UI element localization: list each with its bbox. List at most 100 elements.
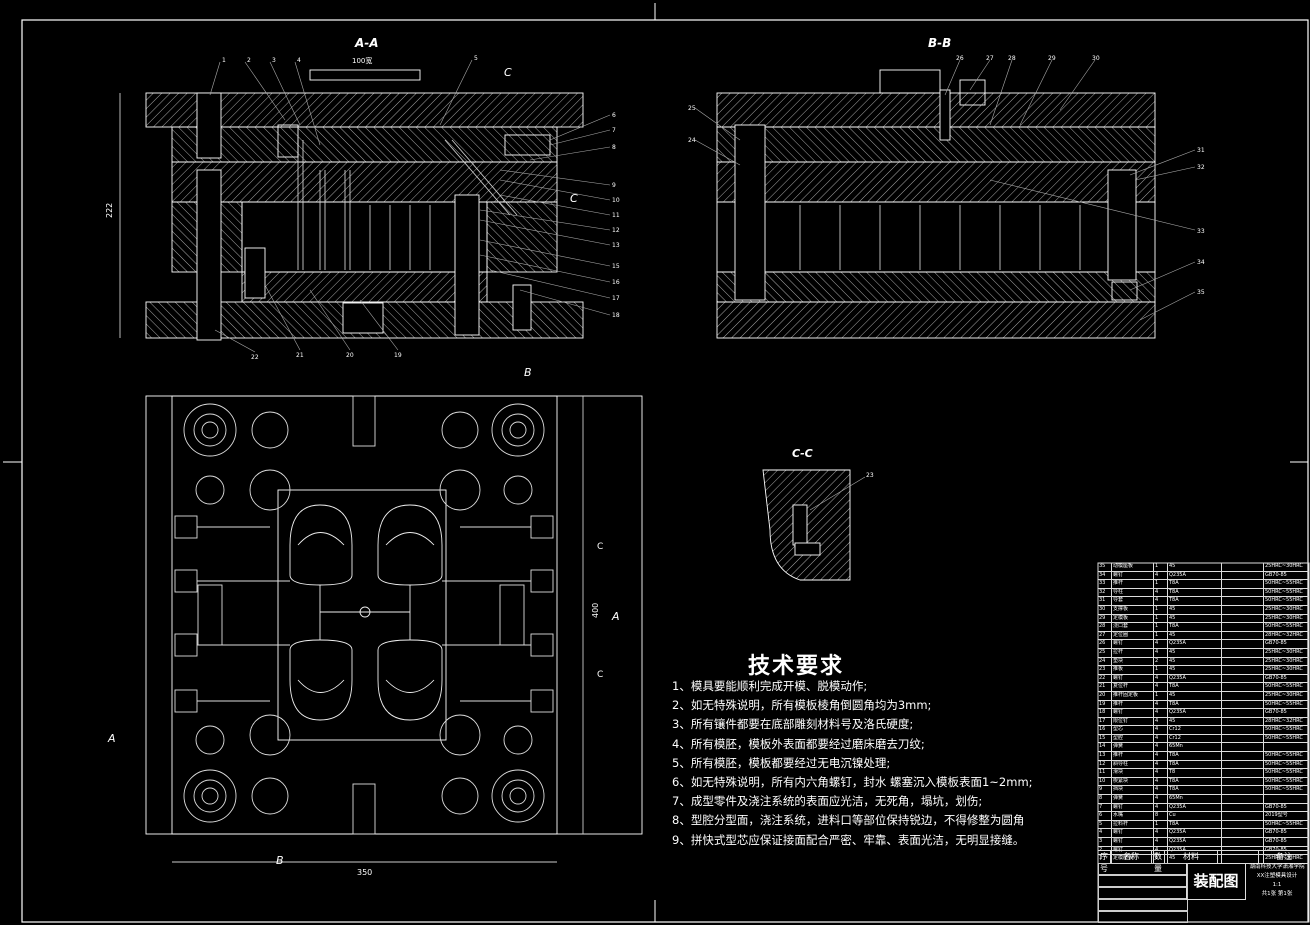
part-no-5: 5 xyxy=(474,55,478,62)
bom-cell: T8 xyxy=(1168,769,1222,777)
bom-cell: 25HRC~30HRC xyxy=(1265,648,1303,655)
bom-cell: 斜导柱 xyxy=(1112,760,1154,769)
part-no-26: 26 xyxy=(956,55,964,62)
bom-cell: 50HRC~55HRC xyxy=(1265,597,1303,604)
bom-cell xyxy=(1222,734,1264,743)
bom-cell: Cr12 xyxy=(1168,734,1222,743)
dimension-plan-width: 350 xyxy=(357,868,372,877)
bom-cell: 4 xyxy=(1154,709,1168,717)
bom-cell: 26 xyxy=(1098,640,1112,648)
bom-cell: 34 xyxy=(1098,571,1112,580)
bom-cell: 1 xyxy=(1154,631,1168,640)
bom-cell: 拉杆 xyxy=(1112,648,1154,657)
bom-cell: 1 xyxy=(1154,580,1168,588)
bom-cell: Q235A xyxy=(1168,829,1222,837)
bom-cell: 23 xyxy=(1098,666,1112,674)
bom-cell: 35 xyxy=(1098,563,1112,571)
bom-cell: 50HRC~55HRC xyxy=(1265,734,1303,741)
bom-header-row: 序号 名称 数量 材料 备注 xyxy=(1098,851,1309,873)
bom-header-qty: 数量 xyxy=(1152,851,1165,873)
bom-cell: 推杆固定板 xyxy=(1112,691,1154,700)
bom-cell: 1 xyxy=(1154,855,1168,863)
bom-cell: GB70-85 xyxy=(1265,803,1287,810)
project-name: XX注塑模具设计 xyxy=(1256,873,1298,879)
bom-cell: 挡块 xyxy=(1112,786,1154,795)
cut-marker-c-plan-1: C xyxy=(597,542,603,552)
bom-cell: 13 xyxy=(1098,752,1112,760)
bom-cell: 4 xyxy=(1154,571,1168,580)
bom-cell: 9 xyxy=(1098,786,1112,795)
bom-cell: 1 xyxy=(1154,605,1168,614)
part-no-21: 21 xyxy=(296,352,304,359)
bom-cell: 11 xyxy=(1098,769,1112,777)
bom-header-material: 材料 xyxy=(1165,851,1218,863)
bom-cell: 4 xyxy=(1154,674,1168,683)
bom-cell: T8A xyxy=(1168,597,1222,605)
section-aa-label: A-A xyxy=(354,36,379,50)
bom-cell xyxy=(1222,795,1264,803)
bom-cell: 1 xyxy=(1154,563,1168,571)
bom-cell: 25HRC~30HRC xyxy=(1265,657,1303,664)
part-callouts-aa xyxy=(209,59,611,353)
bom-cell: 32 xyxy=(1098,588,1112,597)
drawing-frame xyxy=(3,3,1309,923)
tech-requirement-item: 4、所有模胚，模板外表面都要经过磨床磨去刀纹; xyxy=(672,736,925,751)
bom-cell: 弹簧 xyxy=(1112,795,1154,803)
bom-cell: 15 xyxy=(1098,734,1112,743)
bom-cell xyxy=(1222,726,1264,734)
bom-cell: 3 xyxy=(1098,838,1112,846)
bom-cell: 推杆 xyxy=(1112,752,1154,760)
tech-requirements-title: 技术要求 xyxy=(748,653,845,679)
bom-cell: 4 xyxy=(1154,743,1168,752)
bom-cell: 25HRC~30HRC xyxy=(1265,691,1303,698)
cut-marker-c-side: C xyxy=(570,192,578,205)
bom-cell: 25HRC~30HRC xyxy=(1265,563,1303,569)
bom-cell xyxy=(1222,588,1264,597)
bom-cell: 定模板 xyxy=(1112,614,1154,623)
bom-cell: 20 xyxy=(1098,691,1112,700)
bom-cell: 4 xyxy=(1154,588,1168,597)
tech-requirement-item: 5、所有模胚，模板都要经过无电沉镍处理; xyxy=(672,755,891,770)
part-no-2: 2 xyxy=(247,57,251,64)
bom-cell xyxy=(1222,700,1264,709)
bom-cell: 4 xyxy=(1154,717,1168,726)
bom-cell: 31 xyxy=(1098,597,1112,605)
bom-cell: 螺钉 xyxy=(1112,838,1154,846)
bom-cell: T8A xyxy=(1168,786,1222,795)
bom-cell xyxy=(1222,777,1264,786)
bom-cell: 65Mn xyxy=(1168,795,1222,803)
bom-cell: 定模座板 xyxy=(1112,855,1154,863)
bom-cell: 10 xyxy=(1098,777,1112,786)
part-no-32: 32 xyxy=(1197,164,1205,171)
bom-cell: 28 xyxy=(1098,623,1112,631)
bom-cell xyxy=(1222,691,1264,700)
dimension-top-width: 100宽 xyxy=(352,56,372,65)
bom-cell: 50HRC~55HRC xyxy=(1265,623,1303,630)
bom-cell: 5 xyxy=(1098,820,1112,829)
bom-cell: 水嘴 xyxy=(1112,812,1154,820)
bom-cell: 4 xyxy=(1098,829,1112,837)
cut-marker-a-right: A xyxy=(611,610,620,623)
bom-cell: Cr12 xyxy=(1168,726,1222,734)
part-no-27: 27 xyxy=(986,55,994,62)
tech-requirement-item: 8、型腔分型面，浇注系统，进料口等部位保持锐边，不得修整为圆角 xyxy=(672,813,1025,828)
bom-cell: 30 xyxy=(1098,605,1112,614)
part-no-23: 23 xyxy=(866,472,874,479)
bom-cell: 4 xyxy=(1154,769,1168,777)
bom-cell: Cu xyxy=(1168,812,1222,820)
bom-cell: 动模座板 xyxy=(1112,563,1154,571)
section-bb-view xyxy=(716,69,1156,339)
part-no-12: 12 xyxy=(612,227,620,234)
